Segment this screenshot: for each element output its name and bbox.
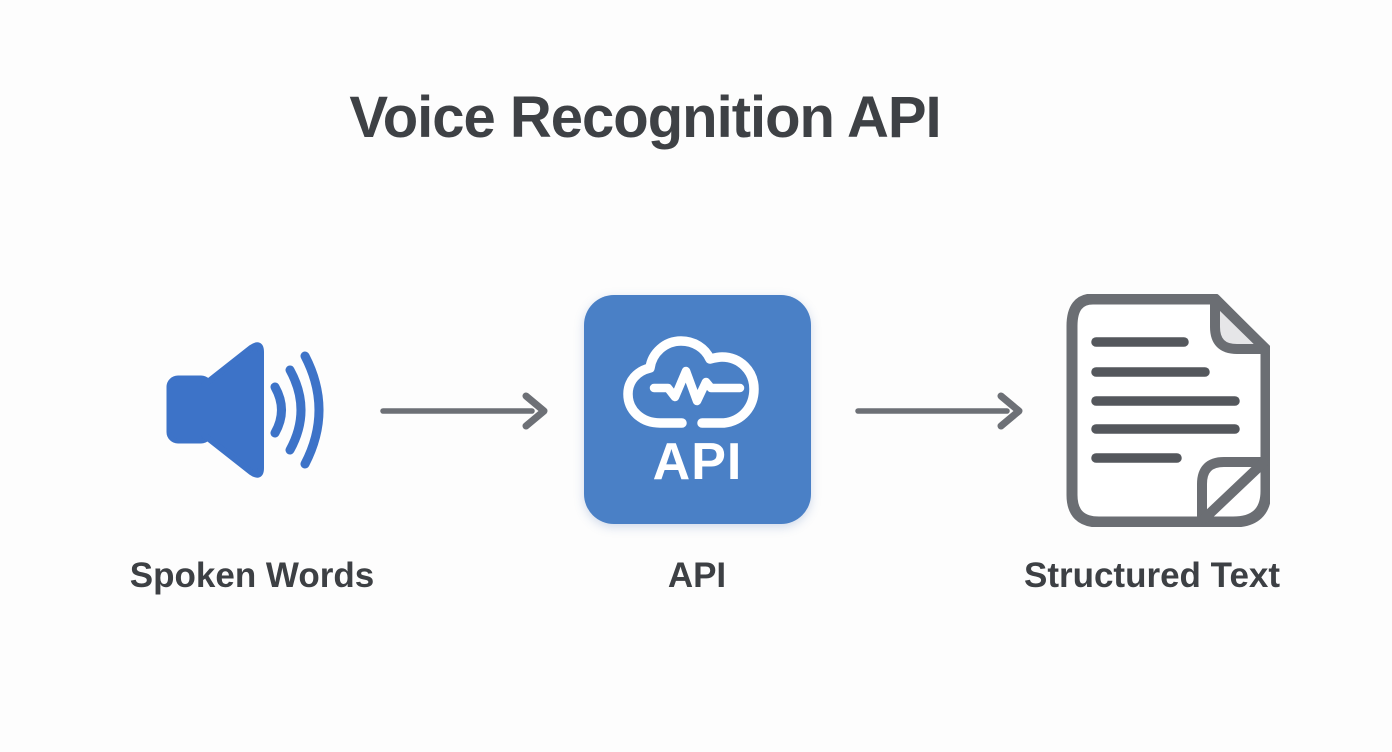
api-node-box: API <box>584 295 811 524</box>
node-label-spoken-words: Spoken Words <box>129 556 375 595</box>
page-title: Voice Recognition API <box>349 85 941 150</box>
document-text-icon <box>1066 294 1270 527</box>
arrow-right-icon <box>380 392 548 430</box>
speaker-sound-waves-icon <box>166 342 324 478</box>
node-label-structured-text: Structured Text <box>1023 556 1281 595</box>
arrow-right-icon <box>855 392 1023 430</box>
cloud-waveform-icon <box>622 336 759 428</box>
node-label-api: API <box>667 556 727 595</box>
api-box-text: API <box>652 433 743 491</box>
